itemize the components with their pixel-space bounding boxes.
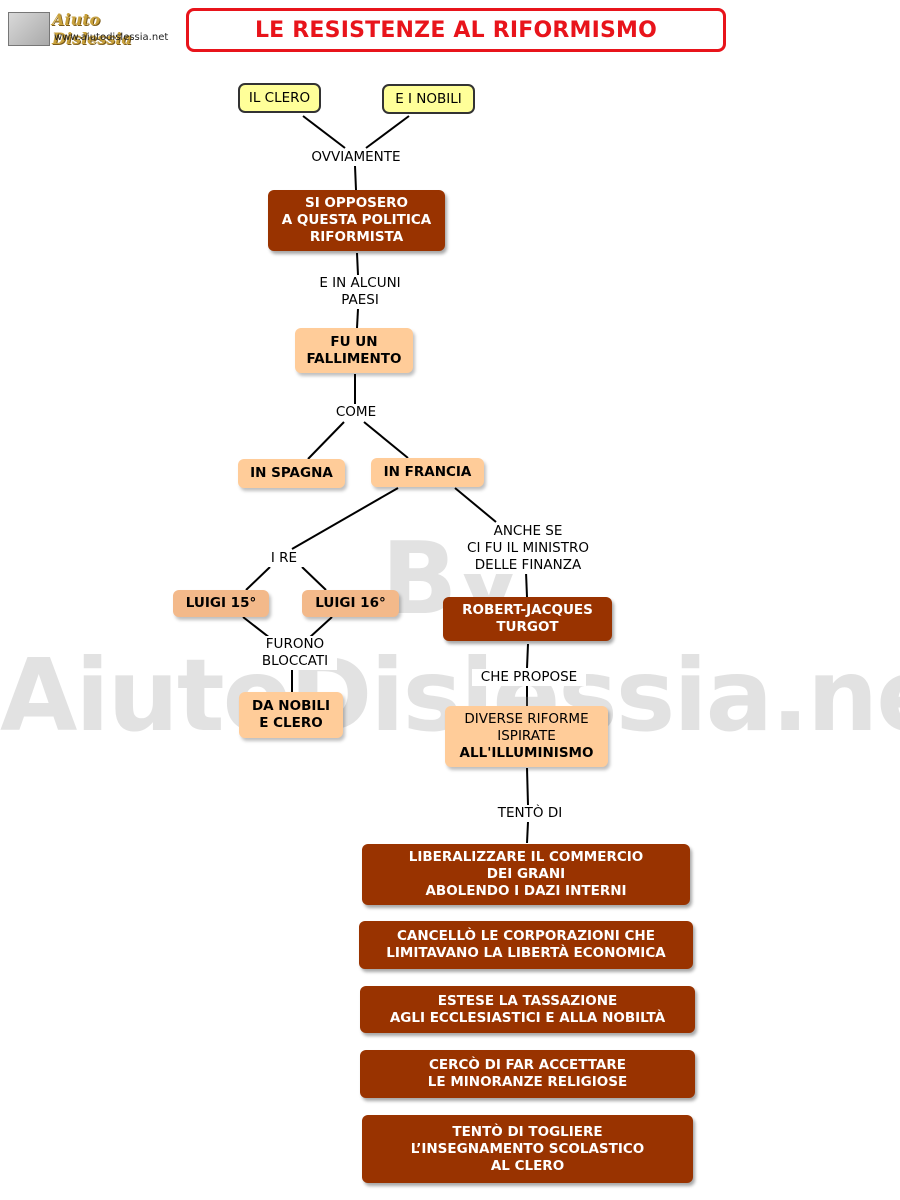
- logo-name: Aiuto Dislessia: [52, 10, 132, 48]
- riforme-illuminismo: ALL'ILLUMINISMO: [459, 745, 594, 761]
- node-cerco: CERCÒ DI FAR ACCETTARE LE MINORANZE RELI…: [360, 1050, 695, 1098]
- page-title: LE RESISTENZE AL RIFORMISMO: [186, 8, 726, 52]
- node-si-opposero: SI OPPOSERO A QUESTA POLITICA RIFORMISTA: [268, 190, 445, 251]
- node-il-clero: IL CLERO: [238, 83, 321, 113]
- link-i-re: I RE: [262, 550, 306, 567]
- book-logo-icon: [8, 12, 50, 46]
- node-luigi-15: LUIGI 15°: [173, 590, 269, 617]
- link-e-in-alcuni-paesi: E IN ALCUNI PAESI: [308, 275, 412, 309]
- node-tento-togliere: TENTÒ DI TOGLIERE L’INSEGNAMENTO SCOLAST…: [362, 1115, 693, 1183]
- link-anche-se: ANCHE SE CI FU IL MINISTRO DELLE FINANZA: [452, 523, 604, 574]
- riforme-text: DIVERSE RIFORME ISPIRATE: [464, 711, 589, 744]
- node-fu-un-fallimento: FU UN FALLIMENTO: [295, 328, 413, 373]
- node-e-i-nobili: E I NOBILI: [382, 84, 475, 114]
- node-in-spagna: IN SPAGNA: [238, 459, 345, 488]
- node-diverse-riforme: DIVERSE RIFORME ISPIRATE ALL'ILLUMINISMO: [445, 706, 608, 767]
- node-estese: ESTESE LA TASSAZIONE AGLI ECCLESIASTICI …: [360, 986, 695, 1033]
- node-luigi-16: LUIGI 16°: [302, 590, 399, 617]
- node-cancello: CANCELLÒ LE CORPORAZIONI CHE LIMITAVANO …: [359, 921, 693, 969]
- link-tento-di: TENTÒ DI: [490, 805, 570, 822]
- node-liberalizzare: LIBERALIZZARE IL COMMERCIO DEI GRANI ABO…: [362, 844, 690, 905]
- site-logo: Aiuto Dislessia www.aiutodislessia.net: [8, 10, 168, 50]
- link-come: COME: [329, 404, 383, 421]
- node-turgot: ROBERT-JACQUES TURGOT: [443, 597, 612, 641]
- link-ovviamente: OVVIAMENTE: [305, 149, 407, 166]
- logo-url: www.aiutodislessia.net: [54, 32, 169, 43]
- node-in-francia: IN FRANCIA: [371, 458, 484, 487]
- link-che-propose: CHE PROPOSE: [472, 669, 586, 686]
- node-da-nobili-e-clero: DA NOBILI E CLERO: [239, 692, 343, 738]
- link-furono-bloccati: FURONO BLOCCATI: [253, 636, 337, 670]
